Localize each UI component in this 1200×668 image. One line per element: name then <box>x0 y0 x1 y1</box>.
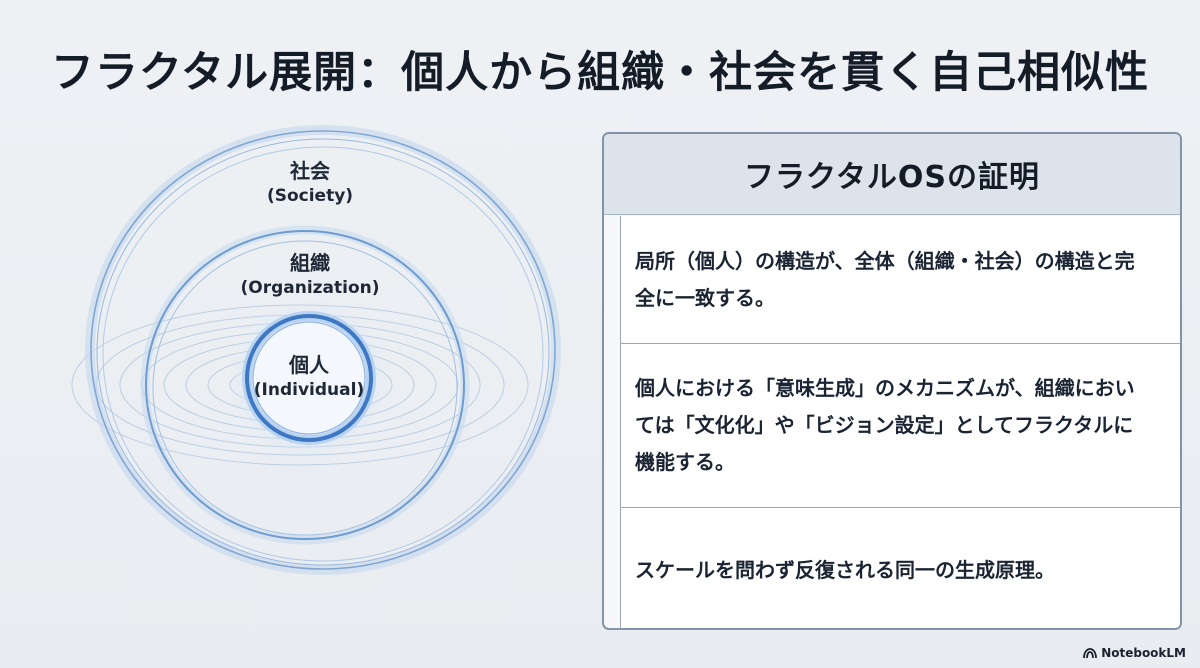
individual-label: 個人 (Individual) <box>234 352 384 402</box>
society-ring <box>85 125 561 575</box>
proof-point: 個人における「意味生成」のメカニズムが、組織においては「文化化」や「ビジョン設定… <box>621 344 1180 508</box>
individual-label-jp: 個人 <box>289 353 329 377</box>
organization-ring <box>140 225 470 545</box>
society-label-jp: 社会 <box>290 159 330 183</box>
individual-label-en: (Individual) <box>253 380 365 400</box>
proof-point: 局所（個人）の構造が、全体（組織・社会）の構造と完全に一致する。 <box>621 216 1180 344</box>
brand-watermark: NotebookLM <box>1083 646 1186 660</box>
proof-panel: フラクタルOSの証明 局所（個人）の構造が、全体（組織・社会）の構造と完全に一致… <box>602 132 1182 630</box>
brand-name: NotebookLM <box>1101 646 1186 660</box>
organization-label: 組織 (Organization) <box>210 250 410 300</box>
individual-ring <box>229 298 389 458</box>
society-label: 社会 (Society) <box>230 158 390 208</box>
proof-point: スケールを問わず反復される同一の生成原理。 <box>635 557 1055 582</box>
proof-list: 局所（個人）の構造が、全体（組織・社会）の構造と完全に一致する。 個人における「… <box>620 216 1180 628</box>
panel-heading: フラクタルOSの証明 <box>604 134 1180 215</box>
concentric-rings <box>71 125 561 575</box>
organization-label-jp: 組織 <box>290 251 330 275</box>
page-title: フラクタル展開：個人から組織・社会を貫く自己相似性 <box>50 48 1150 98</box>
organization-label-en: (Organization) <box>240 278 380 298</box>
notebooklm-logo-icon <box>1083 647 1098 658</box>
society-label-en: (Society) <box>266 186 354 206</box>
fractal-diagram: 社会 (Society) 組織 (Organization) 個人 (Indiv… <box>71 125 561 575</box>
